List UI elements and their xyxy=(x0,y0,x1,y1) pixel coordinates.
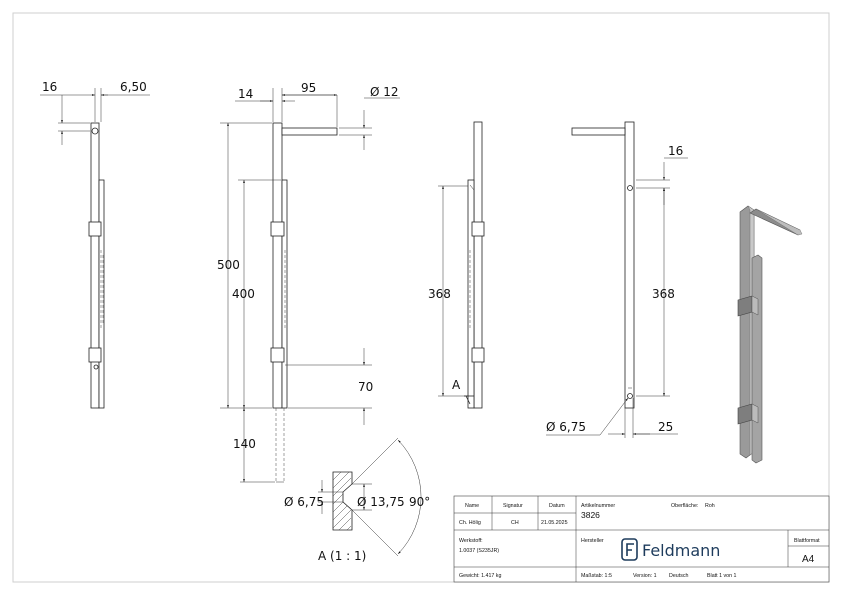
front-dim-140: 140 xyxy=(233,437,256,451)
tb-header-date: Datum xyxy=(549,503,565,509)
tb-surface-value: Roh xyxy=(705,503,715,509)
section-marker-a: A xyxy=(452,378,461,392)
front-dim-95: 95 xyxy=(301,81,316,95)
front-dim-dia12: Ø 12 xyxy=(370,85,399,99)
back-dim-368: 368 xyxy=(652,287,675,301)
front-view xyxy=(220,88,400,483)
title-block xyxy=(453,495,830,583)
front-dim-70: 70 xyxy=(358,380,373,394)
left-dim-6-50: 6,50 xyxy=(120,80,147,94)
tb-material-label: Werkstoff: xyxy=(459,538,483,544)
tb-surface-label: Oberfläche: xyxy=(671,503,698,509)
tb-version: Version: 1 xyxy=(633,573,657,579)
tb-sheet-format-value: A4 xyxy=(802,554,815,565)
feldmann-logo-text: Feldmann xyxy=(642,541,720,560)
tb-article-number: 3826 xyxy=(581,510,600,520)
section-label: A (1 : 1) xyxy=(318,549,366,563)
back-dim-25: 25 xyxy=(658,420,673,434)
feldmann-logo-icon xyxy=(621,538,638,561)
section-dim-dia1375: Ø 13,75 xyxy=(357,495,405,509)
left-dim-16: 16 xyxy=(42,80,57,94)
front-dim-14: 14 xyxy=(238,87,253,101)
tb-material-value: 1.0037 (S235JR) xyxy=(459,548,499,554)
front-dim-500: 500 xyxy=(217,258,240,272)
back-dim-dia675: Ø 6,75 xyxy=(546,420,586,434)
front-dim-400: 400 xyxy=(232,287,255,301)
side-dim-368: 368 xyxy=(428,287,451,301)
tb-sheet: Blatt 1 von 1 xyxy=(707,573,737,579)
isometric-view xyxy=(737,205,803,464)
tb-manufacturer-label: Hersteller xyxy=(581,538,604,544)
left-view xyxy=(40,88,150,409)
side-view xyxy=(438,121,485,409)
sheet-border xyxy=(12,12,830,583)
tb-sheet-format-label: Blattformat xyxy=(794,538,820,544)
tb-weight: Gewicht: 1.417 kg xyxy=(459,573,501,579)
section-angle-90: 90° xyxy=(409,495,430,509)
tb-drawn-date: 21.05.2025 xyxy=(541,520,568,526)
tb-drawn-signature: CH xyxy=(511,520,519,526)
back-dim-16: 16 xyxy=(668,144,683,158)
tb-header-name: Name xyxy=(465,503,479,509)
section-dim-dia675: Ø 6,75 xyxy=(284,495,324,509)
back-view xyxy=(546,121,688,438)
tb-drawn-name: Ch. Hölig xyxy=(459,520,481,526)
tb-header-signature: Signatur xyxy=(503,503,523,509)
tb-scale: Maßstab: 1:5 xyxy=(581,573,612,579)
tb-language: Deutsch xyxy=(669,573,688,579)
tb-article-label: Artikelnummer xyxy=(581,503,615,509)
